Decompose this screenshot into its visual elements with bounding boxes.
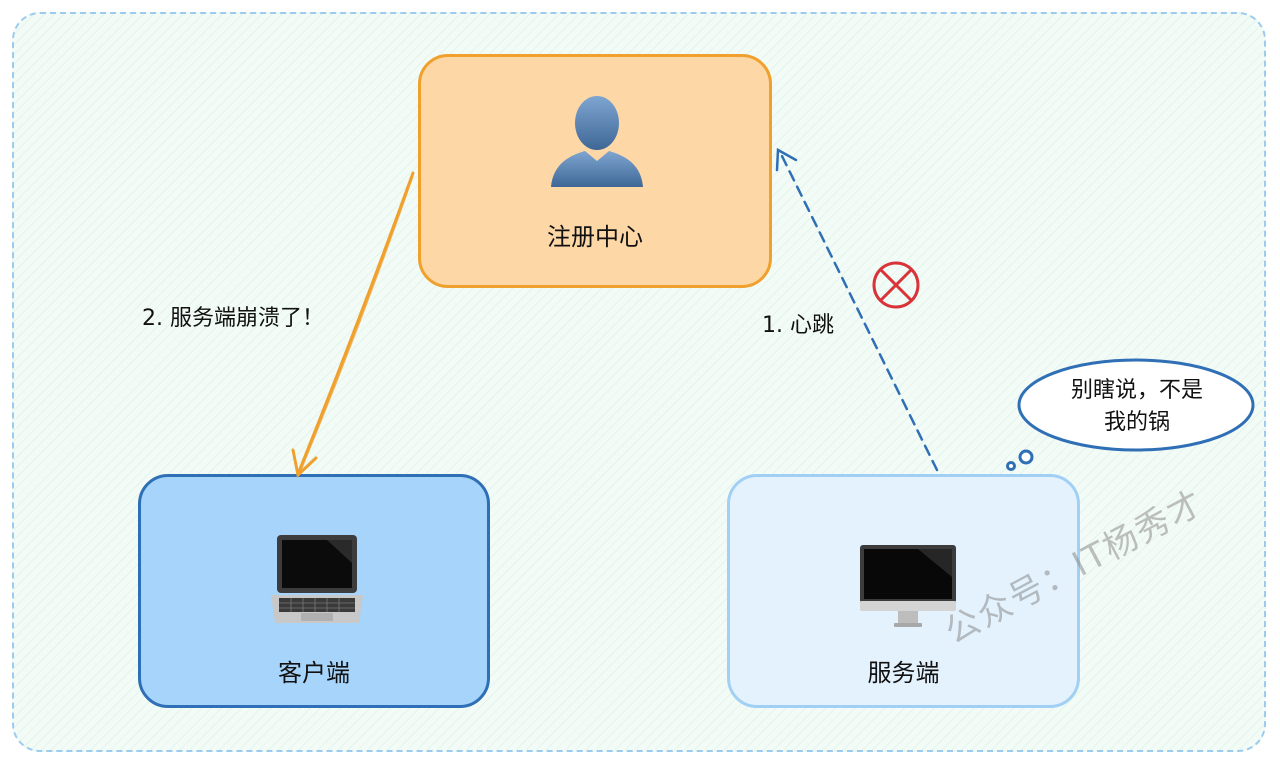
registry-center-label: 注册中心: [547, 223, 643, 251]
thought-bubble-text: 别瞎说，不是我的锅: [1070, 378, 1203, 435]
heartbeat-arrow: [775, 147, 939, 472]
server-label: 服务端: [867, 659, 940, 687]
laptop-icon: [271, 535, 363, 623]
desktop-monitor-icon: [860, 545, 956, 627]
person-silhouette-icon: [551, 96, 643, 187]
server-node: 服务端: [727, 474, 1080, 708]
client-label: 客户端: [278, 659, 350, 687]
thought-bubble: [1006, 358, 1255, 471]
registry-center-node: 注册中心: [418, 54, 772, 288]
thought-bubble-text-box: 别瞎说，不是我的锅: [1022, 364, 1252, 450]
red-cross-circle-icon: [872, 261, 920, 309]
client-node: 客户端: [138, 474, 490, 708]
heartbeat-label: 1. 心跳: [762, 313, 834, 338]
crash-notice-label: 2. 服务端崩溃了！: [142, 306, 324, 331]
crash-notice-arrow: [291, 171, 415, 478]
